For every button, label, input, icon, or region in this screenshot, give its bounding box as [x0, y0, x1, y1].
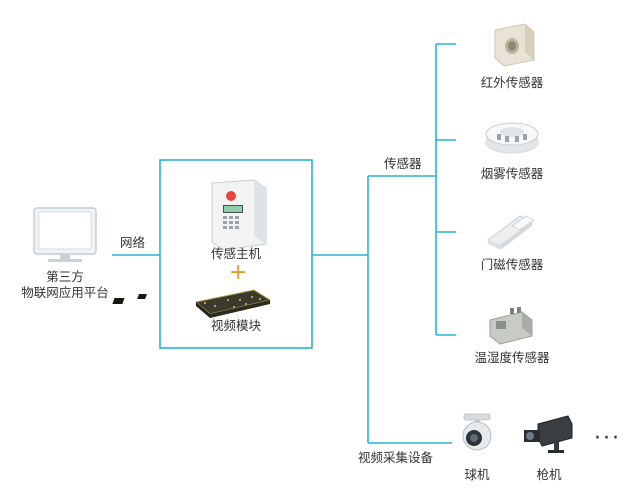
camera-label-bullet: 枪机 — [536, 467, 562, 482]
infrared-sensor-icon — [494, 23, 535, 67]
dome-camera-icon — [462, 413, 492, 451]
door-magnet-sensor-icon — [487, 215, 535, 250]
sensor-host-icon — [211, 179, 267, 251]
sensor-label-temp: 温湿度传感器 — [474, 350, 550, 365]
plus-sign: + — [229, 260, 248, 285]
bullet-camera-icon — [524, 415, 573, 453]
video-branch-label: 视频采集设备 — [358, 450, 434, 465]
sensor-label-infrared: 红外传感器 — [480, 75, 544, 90]
host-label: 传感主机 — [210, 246, 261, 261]
connector-lines — [112, 43, 456, 444]
sensor-branch-label: 传感器 — [384, 156, 422, 171]
monitor-icon — [33, 207, 97, 262]
sensor-label-door: 门磁传感器 — [480, 257, 544, 272]
more-devices-ellipsis: ··· — [594, 426, 621, 451]
smoke-sensor-icon — [485, 122, 539, 154]
temp-humidity-sensor-icon — [489, 307, 533, 345]
network-label: 网络 — [120, 235, 146, 250]
platform-label-line2: 物联网应用平台 — [21, 285, 109, 300]
video-module-label: 视频模块 — [210, 318, 261, 333]
camera-label-dome: 球机 — [464, 467, 490, 482]
platform-label-line1: 第三方 — [46, 269, 84, 284]
sensor-label-smoke: 烟雾传感器 — [480, 166, 544, 181]
host-box — [159, 159, 313, 349]
video-module-icon — [112, 289, 272, 318]
